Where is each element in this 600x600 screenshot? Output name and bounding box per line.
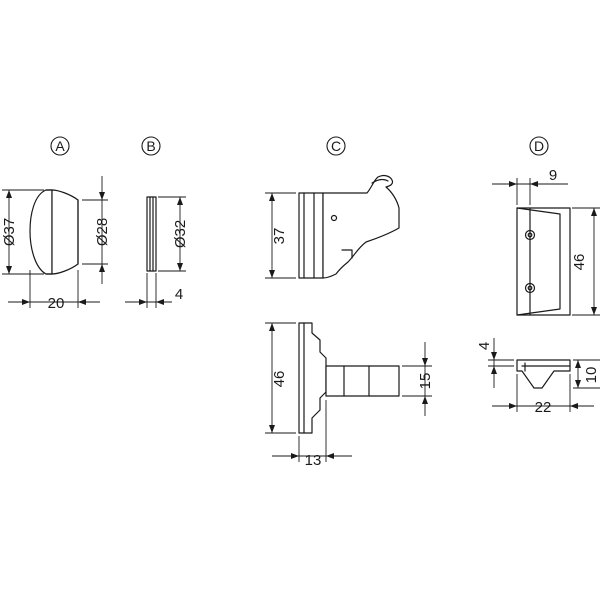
view-d-lower-part xyxy=(516,359,571,389)
dimension-d-length-bottom: 22 xyxy=(492,374,594,416)
svg-text:46: 46 xyxy=(271,371,288,388)
dimension-d-width-top: 9 xyxy=(492,167,568,205)
view-a-label: A xyxy=(50,136,70,156)
screw-hole-top xyxy=(524,229,536,241)
svg-text:13: 13 xyxy=(305,452,322,469)
view-d-upper-part xyxy=(516,207,571,316)
svg-text:20: 20 xyxy=(48,295,65,312)
svg-text:4: 4 xyxy=(175,286,183,303)
svg-text:9: 9 xyxy=(549,167,557,184)
svg-text:22: 22 xyxy=(535,399,552,416)
svg-text:Ø32: Ø32 xyxy=(172,220,189,248)
dimension-c-width-bottom: 13 xyxy=(272,400,352,469)
svg-text:37: 37 xyxy=(271,228,288,245)
dimension-c-height-top: 37 xyxy=(265,192,296,279)
view-b: B Ø32 4 xyxy=(125,136,189,308)
svg-text:B: B xyxy=(146,138,155,154)
svg-text:10: 10 xyxy=(583,367,600,384)
dimension-d-height-bottom: 10 xyxy=(573,359,600,389)
view-b-part xyxy=(146,196,157,272)
svg-text:D: D xyxy=(534,138,544,154)
view-c: C 37 xyxy=(265,136,434,469)
dimension-a-diameter-inner: Ø28 xyxy=(82,176,111,284)
dimension-a-diameter-outer: Ø37 xyxy=(1,189,44,275)
view-c-lower-part xyxy=(298,322,400,434)
view-d: D 9 xyxy=(476,136,600,416)
svg-text:46: 46 xyxy=(571,254,588,271)
svg-text:Ø37: Ø37 xyxy=(1,218,18,246)
view-d-label: D xyxy=(529,136,549,156)
dimension-d-height-small: 4 xyxy=(476,338,514,388)
svg-text:15: 15 xyxy=(417,373,434,390)
dimension-d-height-top: 46 xyxy=(571,207,600,316)
svg-text:C: C xyxy=(331,138,341,154)
view-b-label: B xyxy=(141,136,161,156)
dimension-b-diameter: Ø32 xyxy=(158,196,189,272)
svg-text:4: 4 xyxy=(476,342,493,350)
dimension-c-depth-bottom: 15 xyxy=(402,342,434,416)
view-a-part xyxy=(29,189,79,275)
screw-hole-bottom xyxy=(524,282,536,294)
svg-text:Ø28: Ø28 xyxy=(94,218,111,246)
svg-text:A: A xyxy=(55,138,65,154)
view-c-upper-part xyxy=(298,174,400,279)
view-a: A Ø37 Ø28 xyxy=(1,136,111,312)
view-c-label: C xyxy=(326,136,346,156)
dimension-b-thickness: 4 xyxy=(125,273,183,308)
dimension-a-length: 20 xyxy=(8,270,100,312)
dimension-c-height-bottom: 46 xyxy=(265,322,296,434)
